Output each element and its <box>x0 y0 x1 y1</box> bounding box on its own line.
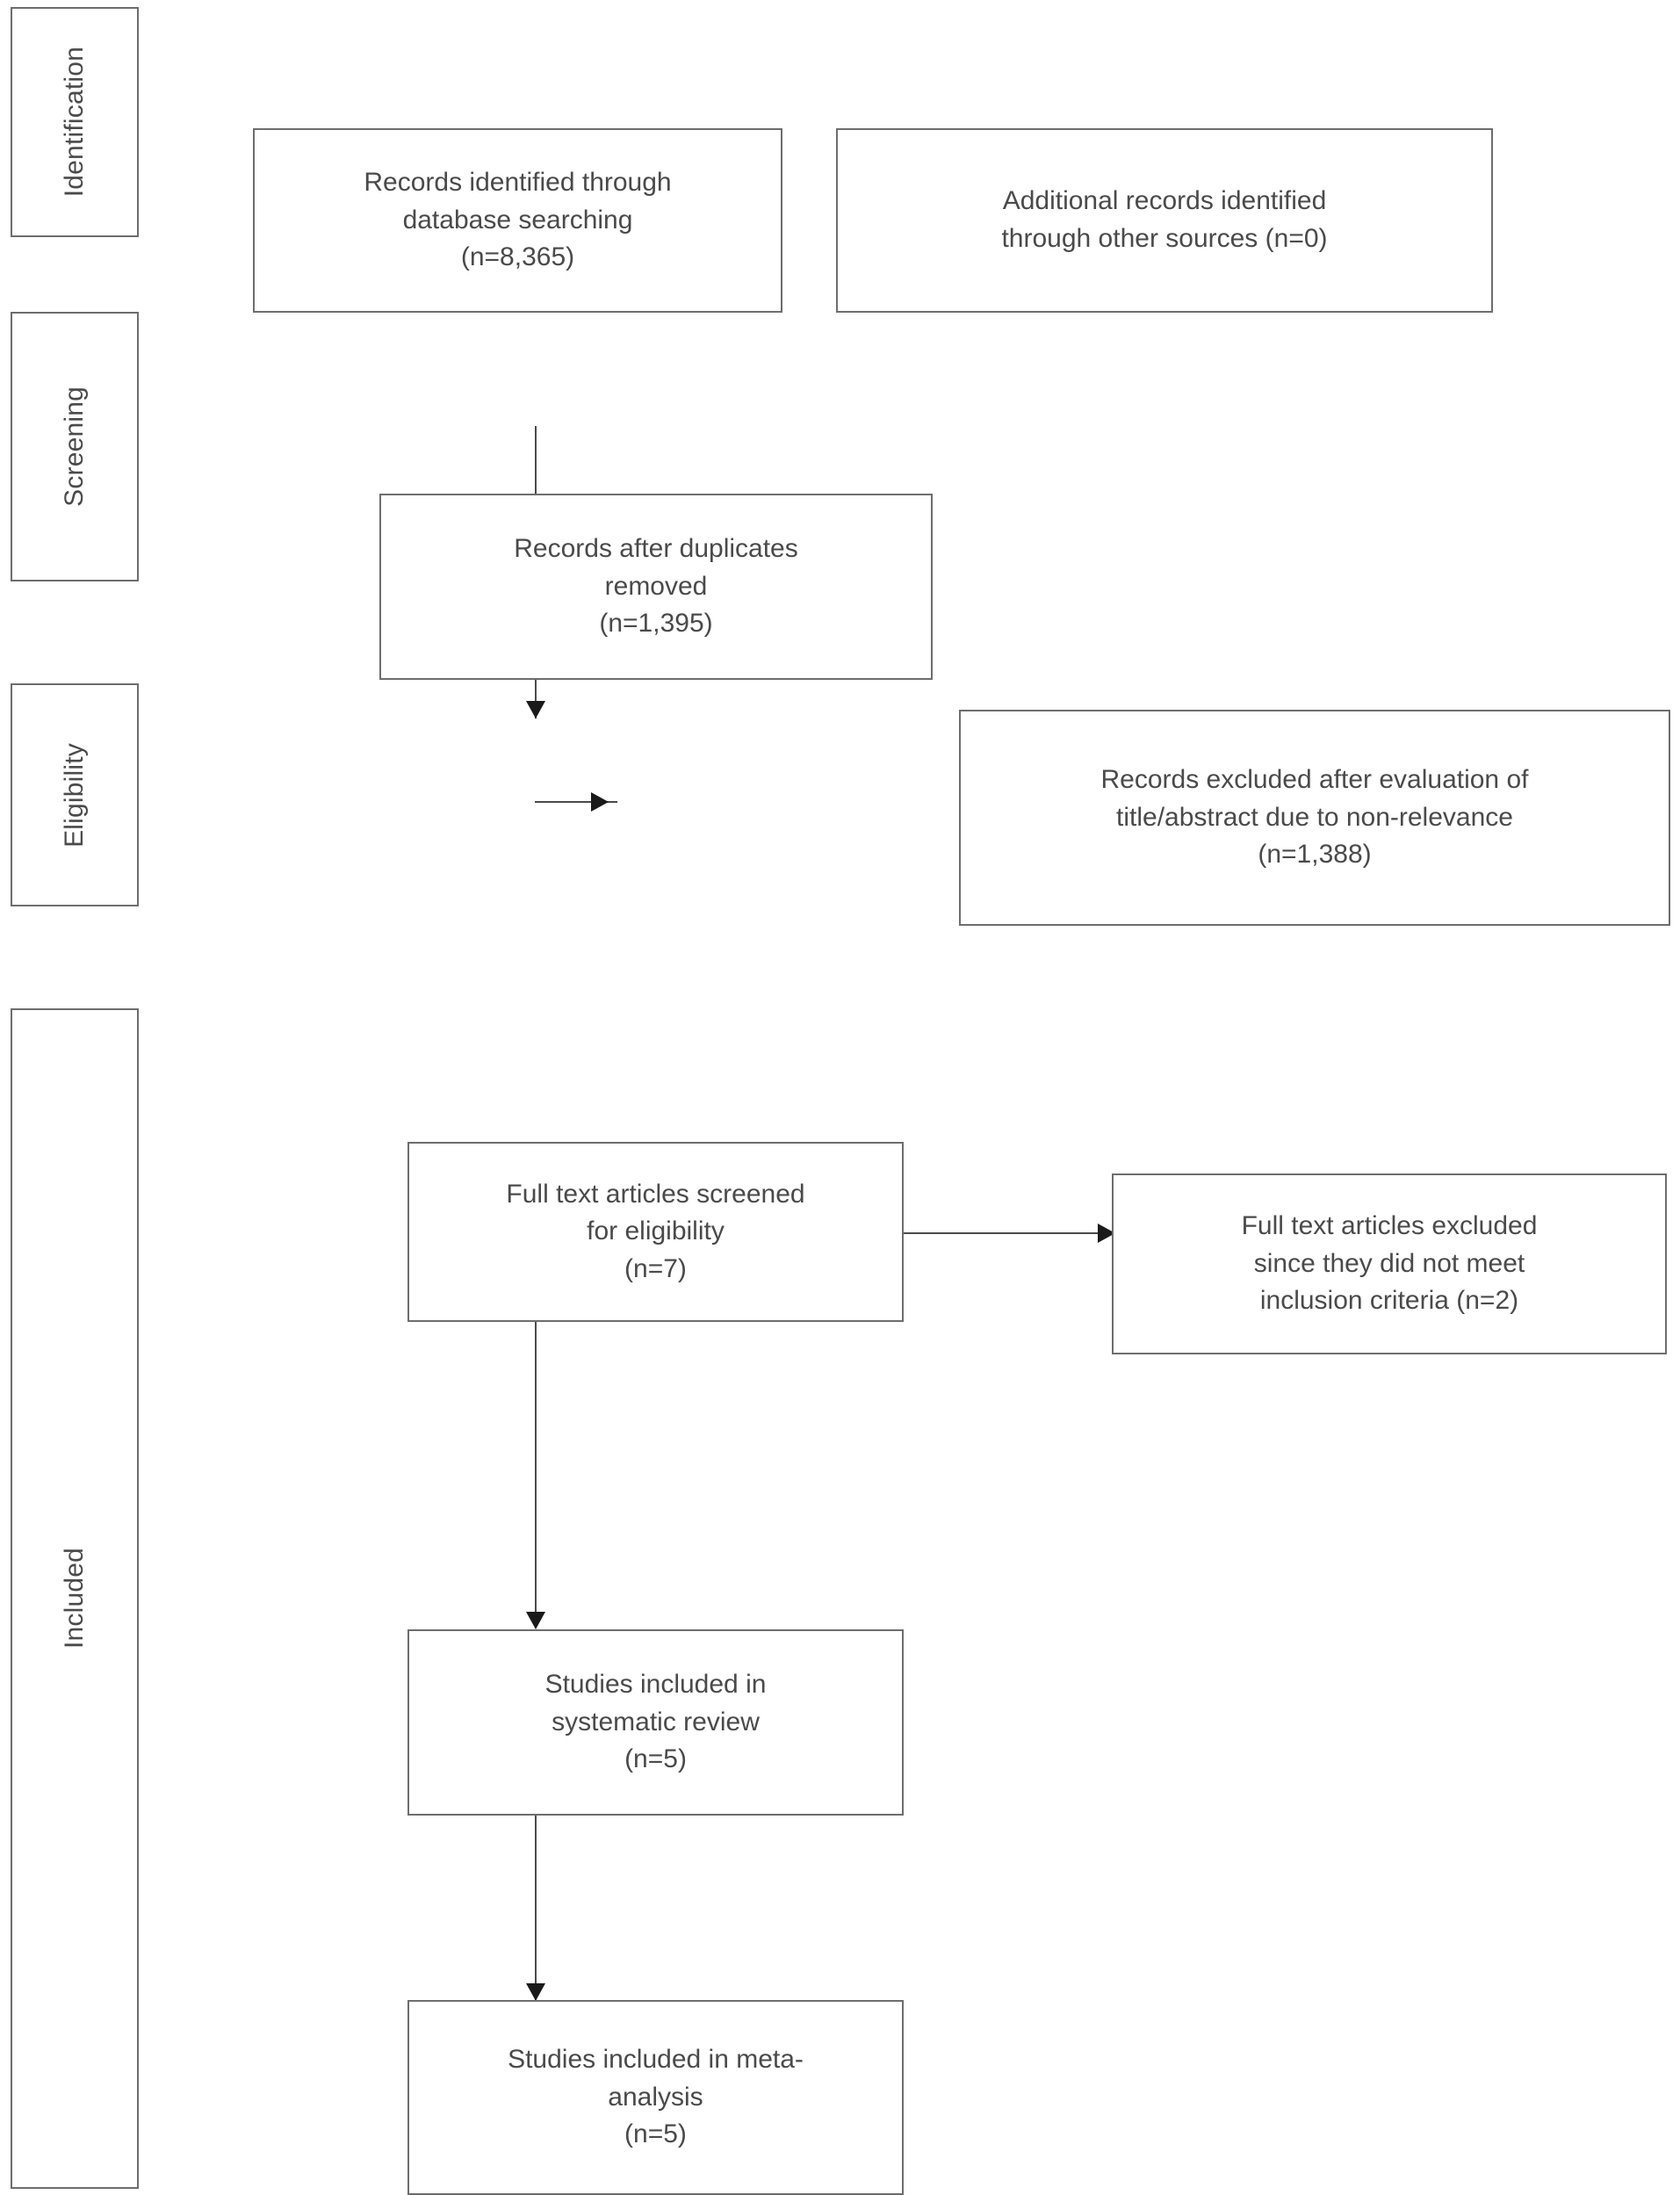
node-systematic-review-text: Studies included in systematic review (n… <box>544 1670 767 1774</box>
stage-label-included: Included <box>60 1548 89 1650</box>
node-fulltext-screened: Full text articles screened for eligibil… <box>407 1142 904 1322</box>
node-database-records-text: Records identified through database sear… <box>364 168 672 272</box>
node-records-excluded-text: Records excluded after evaluation of tit… <box>1100 765 1529 870</box>
arrowhead-fulltext-to-excluded <box>1098 1224 1115 1243</box>
stage-box-identification: Identification <box>11 7 139 237</box>
stage-box-screening: Screening <box>11 312 139 581</box>
node-systematic-review: Studies included in systematic review (n… <box>407 1629 904 1816</box>
node-database-records: Records identified through database sear… <box>253 128 782 313</box>
node-fulltext-excluded-text: Full text articles excluded since they d… <box>1241 1211 1538 1316</box>
node-after-duplicates: Records after duplicates removed (n=1,39… <box>379 494 933 680</box>
node-other-records: Additional records identified through ot… <box>836 128 1493 313</box>
arrowhead-duplicates-to-fulltext <box>526 701 545 718</box>
stage-box-included: Included <box>11 1008 139 2189</box>
node-fulltext-screened-text: Full text articles screened for eligibil… <box>506 1179 805 1283</box>
arrowhead-review-to-meta <box>526 1983 545 2001</box>
node-fulltext-excluded: Full text articles excluded since they d… <box>1112 1173 1667 1354</box>
stage-label-eligibility: Eligibility <box>60 742 89 848</box>
connector-review-to-meta <box>535 1816 537 2000</box>
stage-label-identification: Identification <box>60 47 89 198</box>
node-other-records-text: Additional records identified through ot… <box>1001 186 1328 253</box>
arrowhead-fulltext-to-review <box>526 1612 545 1629</box>
stage-box-eligibility: Eligibility <box>11 683 139 906</box>
node-records-excluded: Records excluded after evaluation of tit… <box>959 710 1670 926</box>
stage-label-screening: Screening <box>60 386 89 507</box>
node-meta-analysis-text: Studies included in meta- analysis (n=5) <box>508 2045 804 2149</box>
connector-fulltext-to-excluded <box>904 1232 1120 1234</box>
connector-fulltext-to-review <box>535 1321 537 1627</box>
node-after-duplicates-text: Records after duplicates removed (n=1,39… <box>514 534 798 639</box>
node-meta-analysis: Studies included in meta- analysis (n=5) <box>407 2000 904 2195</box>
connector-duplicates-to-excluded <box>535 801 617 803</box>
arrowhead-duplicates-to-excluded <box>591 792 609 812</box>
